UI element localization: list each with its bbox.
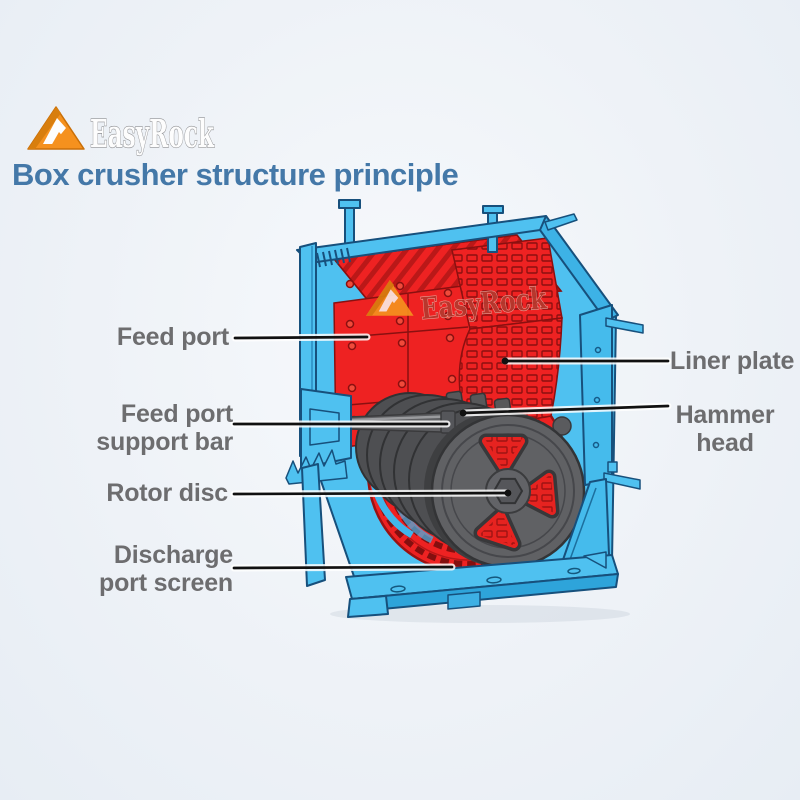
base-frame [345, 551, 619, 618]
rotor-shaft-end [552, 416, 572, 436]
label-rotor-disc: Rotor disc [40, 479, 228, 507]
label-liner-plate-text: Liner plate [670, 347, 795, 375]
roof-peak-tab [544, 213, 578, 231]
ground-shadow [330, 605, 630, 623]
easyrock-logo-icon [27, 106, 85, 150]
label-hammer-head: Hammer head [672, 401, 778, 457]
label-hammer-line2: head [696, 429, 754, 457]
label-discharge-port-screen: Discharge port screen [40, 541, 233, 597]
leader-lines [230, 333, 672, 572]
rotor-flywheel [424, 411, 586, 569]
label-support-bar-line2: support bar [96, 428, 233, 456]
label-discharge-line2: port screen [99, 569, 233, 597]
upper-perforated-plate [451, 237, 563, 330]
page-title: Box crusher structure principle [12, 157, 459, 192]
leader-rotor-disc [232, 491, 510, 496]
machine-frame-front [285, 199, 644, 618]
right-wall [579, 304, 644, 490]
label-hammer-line1: Hammer [675, 401, 775, 429]
label-support-bar-line1: Feed port [120, 400, 233, 428]
easyrock-logo: EasyRock [27, 106, 215, 157]
easyrock-logo-text: EasyRock [90, 111, 214, 156]
label-rotor-disc-text: Rotor disc [106, 479, 228, 507]
label-discharge-line1: Discharge [113, 541, 233, 569]
inspection-door [300, 388, 352, 469]
leader-hammer-head [461, 404, 670, 415]
leader-feed-port [233, 335, 369, 340]
label-liner-plate: Liner plate [670, 347, 794, 375]
leader-discharge-screen [232, 565, 454, 570]
label-feed-port: Feed port [40, 323, 229, 351]
flywheel-cutouts [473, 433, 560, 552]
label-feed-port-text: Feed port [116, 323, 229, 351]
label-feed-port-support-bar: Feed port support bar [40, 400, 233, 456]
